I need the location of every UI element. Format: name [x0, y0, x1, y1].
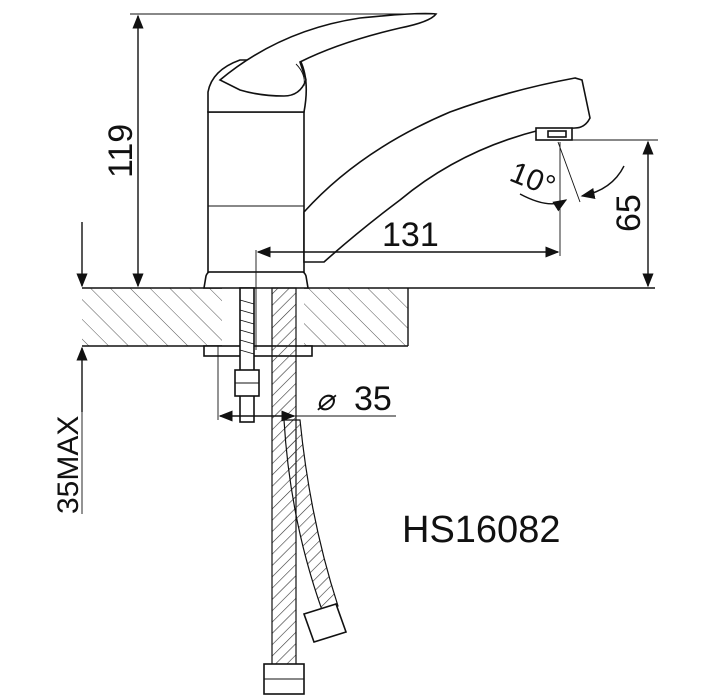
- counter-thickness-label: 35MAX: [52, 416, 85, 514]
- spout-reach-dimension: 131: [255, 142, 561, 350]
- hole-diameter-label: 35: [354, 380, 392, 418]
- diameter-symbol: ⌀: [316, 384, 337, 417]
- angle-dimension: 10°: [505, 141, 625, 212]
- faucet-body: [203, 12, 591, 289]
- height-dimension: 119: [102, 13, 436, 288]
- angle-label: 10°: [505, 156, 559, 204]
- countertop-section: [82, 287, 655, 347]
- spout-height-dimension: 65: [572, 139, 658, 288]
- spout-height-label: 65: [610, 194, 648, 232]
- hole-diameter-dimension: ⌀ 35: [217, 346, 396, 422]
- mounting-stud: [203, 287, 313, 423]
- height-label: 119: [102, 124, 140, 178]
- model-number: HS16082: [402, 509, 560, 551]
- counter-thickness-dimension: 35MAX: [52, 222, 88, 514]
- supply-hoses: [263, 287, 348, 695]
- spout-reach-label: 131: [382, 216, 439, 254]
